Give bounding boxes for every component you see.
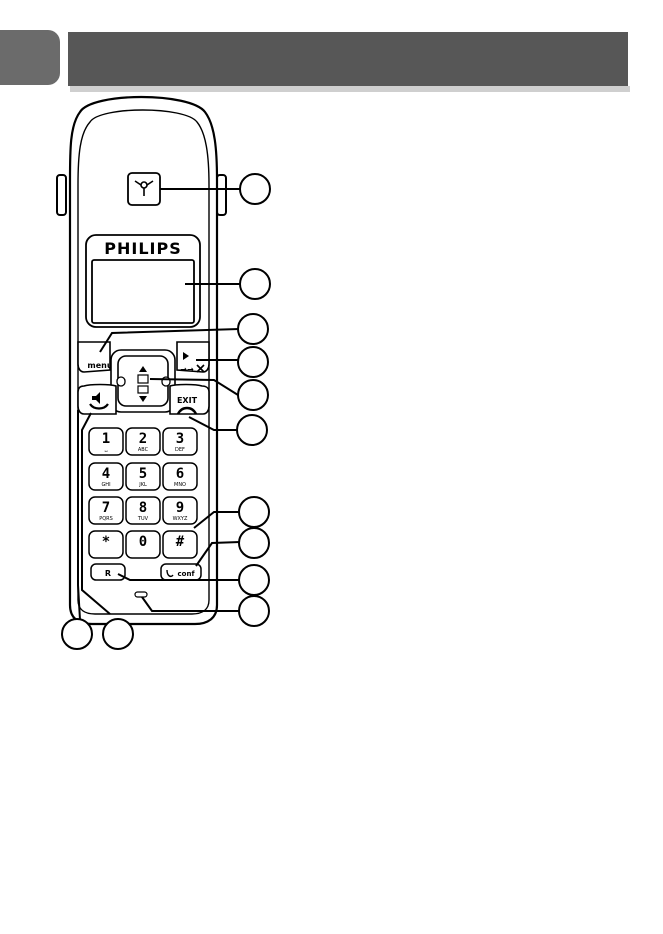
callout-circle bbox=[240, 269, 270, 299]
callout-circle bbox=[239, 565, 269, 595]
callout-circle bbox=[237, 415, 267, 445]
callout-6 bbox=[237, 415, 267, 445]
keypad-key-1[interactable]: 1␣ bbox=[89, 428, 123, 455]
keypad-key-digit: 2 bbox=[139, 431, 147, 447]
callout-8 bbox=[239, 528, 269, 558]
callout-12 bbox=[103, 619, 133, 649]
callout-1 bbox=[240, 174, 270, 204]
callout-5 bbox=[238, 380, 268, 410]
right-side-clip bbox=[217, 175, 226, 215]
callout-circle bbox=[103, 619, 133, 649]
keypad-key-letters: TUV bbox=[137, 516, 149, 522]
keypad-key-letters: JKL bbox=[138, 482, 147, 488]
keypad-key-letters: DEF bbox=[175, 447, 185, 453]
keypad-key-12[interactable]: # bbox=[163, 531, 197, 558]
conf-key-label: conf bbox=[178, 570, 196, 578]
callout-3 bbox=[238, 314, 268, 344]
keypad-key-digit: 9 bbox=[176, 500, 184, 516]
callout-circle bbox=[239, 528, 269, 558]
intercom-icon: →→ bbox=[180, 365, 194, 374]
callout-circle bbox=[239, 497, 269, 527]
callout-circle bbox=[239, 596, 269, 626]
keypad-key-letters: GHI bbox=[101, 482, 110, 488]
keypad-key-digit: 7 bbox=[102, 500, 110, 516]
callout-7 bbox=[239, 497, 269, 527]
menu-key-label: menu bbox=[87, 361, 112, 370]
keypad-key-digit: # bbox=[176, 534, 185, 550]
nav-left-pill[interactable] bbox=[117, 377, 125, 386]
keypad-key-digit: * bbox=[102, 534, 110, 550]
r-key-label: R bbox=[105, 569, 111, 578]
callout-2 bbox=[240, 269, 270, 299]
keypad-key-letters: PQRS bbox=[99, 516, 113, 522]
keypad-key-letters: ␣ bbox=[104, 447, 107, 453]
callout-4 bbox=[238, 347, 268, 377]
keypad-key-10[interactable]: * bbox=[89, 531, 123, 558]
callout-11 bbox=[62, 619, 92, 649]
keypad-key-digit: 8 bbox=[139, 500, 147, 516]
keypad-key-letters: ABC bbox=[138, 447, 149, 453]
keypad-key-digit: 1 bbox=[102, 431, 110, 447]
keypad-key-11[interactable]: 0 bbox=[126, 531, 160, 558]
callout-circle bbox=[238, 380, 268, 410]
brand-logo: PHILIPS bbox=[104, 239, 181, 258]
callout-circle bbox=[62, 619, 92, 649]
keypad-key-digit: 0 bbox=[139, 534, 147, 550]
callout-circle bbox=[238, 314, 268, 344]
keypad-key-letters: WXYZ bbox=[173, 516, 188, 522]
keypad-key-digit: 6 bbox=[176, 466, 184, 482]
keypad-key-digit: 5 bbox=[139, 466, 147, 482]
left-side-clip bbox=[57, 175, 66, 215]
keypad-key-digit: 3 bbox=[176, 431, 184, 447]
keypad-key-letters: MNO bbox=[174, 482, 186, 488]
exit-label: EXIT bbox=[177, 396, 198, 405]
callout-10 bbox=[239, 596, 269, 626]
callout-9 bbox=[239, 565, 269, 595]
display-screen bbox=[92, 260, 194, 323]
keypad-key-digit: 4 bbox=[102, 466, 110, 482]
microphone-icon bbox=[135, 592, 147, 597]
callout-circle bbox=[240, 174, 270, 204]
callout-circle bbox=[238, 347, 268, 377]
